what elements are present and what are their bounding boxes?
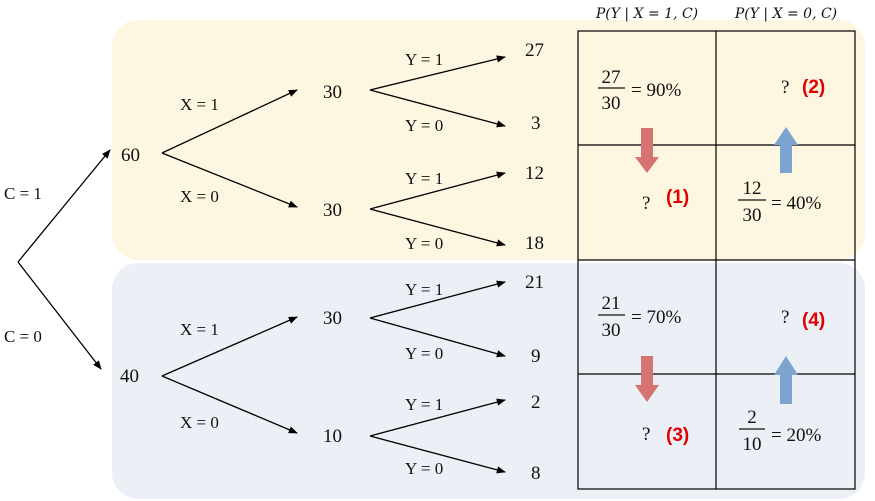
- edge-c0-x1-y1: [369, 280, 506, 319]
- column-header-x0: P(Y | X = 0, C): [734, 6, 837, 22]
- c1-x0-label: X = 0: [180, 187, 219, 206]
- cell-c1-x0-unknown: ? (2): [781, 77, 825, 98]
- c1-x0-y1-count: 12: [525, 163, 544, 184]
- fraction-denominator: 30: [602, 93, 621, 114]
- c1-x0-count: 30: [323, 200, 342, 221]
- edge-c1-x0-y0: [369, 208, 506, 247]
- fraction-numerator: 2: [747, 407, 757, 428]
- cell-c0-x1-unknown: ? (3): [642, 424, 689, 446]
- edge-root-c0: [17, 261, 102, 370]
- cell-c1-x0-fraction: 12 30 = 40%: [738, 178, 821, 226]
- question-tag: (1): [666, 187, 689, 208]
- c0-x1-y0-label: Y = 0: [405, 344, 443, 363]
- c1-x0-y1-label: Y = 1: [405, 169, 443, 188]
- cell-c0-x1-fraction: 21 30 = 70%: [598, 293, 681, 341]
- up-arrow-icon: [774, 127, 798, 173]
- edge-c0-x0-y1: [369, 398, 506, 437]
- c1-x1-y1-label: Y = 1: [405, 50, 443, 69]
- fraction-denominator: 10: [743, 434, 762, 455]
- edge-root-c1: [17, 149, 111, 263]
- question-mark: ?: [781, 307, 789, 328]
- cell-c1-x1-fraction: 27 30 = 90%: [598, 67, 681, 114]
- c1-x0-y0-count: 18: [525, 233, 544, 254]
- question-mark: ?: [781, 77, 789, 98]
- c0-x1-count: 30: [323, 308, 342, 329]
- fraction-denominator: 30: [602, 320, 621, 341]
- fraction-numerator: 21: [602, 293, 621, 314]
- question-tag: (4): [802, 310, 825, 331]
- probability-table: [577, 30, 856, 490]
- edge-c1-x0: [161, 152, 298, 208]
- c0-x0-label: X = 0: [180, 413, 219, 432]
- fraction-denominator: 30: [743, 205, 762, 226]
- c1-x1-label: X = 1: [180, 95, 219, 114]
- c0-x1-y1-count: 21: [525, 272, 544, 293]
- c1-x0-y0-label: Y = 0: [405, 234, 443, 253]
- up-arrow-icon: [774, 356, 798, 404]
- question-tag: (2): [802, 77, 825, 98]
- c1-x1-count: 30: [323, 82, 342, 103]
- fraction-result: = 70%: [631, 307, 681, 328]
- fraction-result: = 40%: [771, 193, 821, 214]
- c1-total: 60: [121, 145, 140, 166]
- question-tag: (3): [666, 425, 689, 446]
- edge-c0-x1: [161, 316, 298, 377]
- c0-background-band: [112, 263, 865, 499]
- label-c1: C = 1: [4, 184, 42, 203]
- edge-c1-x1-y1: [369, 55, 506, 91]
- c0-x1-y0-count: 9: [531, 346, 541, 367]
- cell-c0-x0-unknown: ? (4): [781, 307, 825, 331]
- c1-x1-y1-count: 27: [525, 40, 544, 61]
- fraction-numerator: 12: [743, 178, 762, 199]
- edge-c1-x1-y0: [369, 89, 506, 128]
- c0-x1-y1-label: Y = 1: [405, 280, 443, 299]
- c0-x1-label: X = 1: [180, 320, 219, 339]
- edge-c0-x0-y0: [369, 435, 506, 474]
- fraction-numerator: 27: [602, 67, 621, 88]
- column-header-x1: P(Y | X = 1, C): [595, 6, 698, 22]
- cell-c0-x0-fraction: 2 10 = 20%: [739, 407, 821, 455]
- c0-x0-y1-count: 2: [531, 392, 541, 413]
- c0-x0-count: 10: [323, 426, 342, 447]
- c1-x1-y0-label: Y = 0: [405, 116, 443, 135]
- down-arrow-icon: [635, 356, 659, 402]
- edge-c1-x1: [161, 89, 298, 154]
- label-c0: C = 0: [4, 327, 42, 346]
- c0-total: 40: [120, 366, 139, 387]
- edge-c0-x0: [161, 375, 298, 434]
- fraction-result: = 20%: [771, 425, 821, 446]
- cell-c1-x1-unknown: ? (1): [642, 187, 689, 214]
- c0-x0-y1-label: Y = 1: [405, 395, 443, 414]
- question-mark: ?: [642, 424, 650, 445]
- question-mark: ?: [642, 193, 650, 214]
- fraction-result: = 90%: [631, 80, 681, 101]
- edge-c1-x0-y1: [369, 171, 506, 210]
- c1-background-band: [112, 20, 865, 260]
- c0-x0-y0-count: 8: [531, 463, 541, 484]
- edge-c0-x1-y0: [369, 317, 506, 358]
- c0-x0-y0-label: Y = 0: [405, 459, 443, 478]
- c1-x1-y0-count: 3: [531, 113, 541, 134]
- down-arrow-icon: [635, 128, 659, 173]
